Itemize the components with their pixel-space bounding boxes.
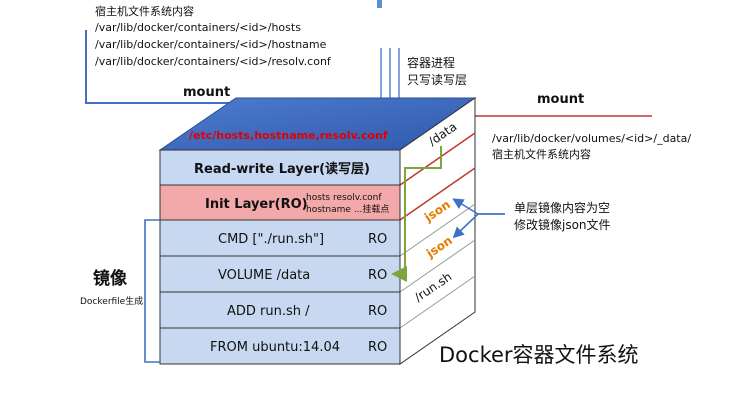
json-arrow-2: [452, 213, 505, 239]
mount-right-path: /var/lib/docker/volumes/<id>/_data/: [492, 132, 691, 145]
init-layer: [159, 184, 401, 221]
host-fs-path-resolv: /var/lib/docker/containers/<id>/resolv.c…: [95, 55, 332, 68]
image-label-main: 镜像: [93, 268, 128, 289]
diagram-title: Docker容器文件系统: [439, 343, 639, 367]
host-fs-path-hostname: /var/lib/docker/containers/<id>/hostname: [95, 38, 327, 51]
init-layer-label: Init Layer(RO): [205, 197, 308, 212]
image-bracket: [144, 219, 160, 363]
image-layer-from-mode: RO: [368, 340, 387, 355]
rw-layer: [159, 149, 401, 186]
host-fs-path-hosts: /var/lib/docker/containers/<id>/hosts: [95, 21, 301, 34]
image-layer-volume: [159, 255, 401, 293]
image-layer-from: [159, 327, 401, 365]
host-fs-note: 宿主机文件系统内容 /var/lib/docker/containers/<id…: [95, 4, 332, 68]
image-layer-volume-mode: RO: [368, 268, 387, 283]
image-layer-cmd-mode: RO: [368, 232, 387, 247]
mount-right-desc: 宿主机文件系统内容: [492, 147, 591, 161]
side-face-dividers: [399, 132, 476, 329]
image-layer-add-label: ADD run.sh /: [227, 304, 310, 319]
top-face-files: /etc/hosts,hostname,resolv.conf: [189, 129, 388, 142]
rw-layer-label: Read-write Layer(读写层): [194, 161, 370, 177]
mount-left-label: mount: [183, 85, 230, 100]
volume-mount-arrow: [391, 146, 442, 282]
image-layer-cmd-label: CMD ["./run.sh"]: [218, 232, 324, 247]
image-layer-add-mode: RO: [368, 304, 387, 319]
image-layer-from-label: FROM ubuntu:14.04: [210, 340, 340, 355]
container-process-label: 容器进程: [407, 55, 455, 70]
image-layer-cmd: [159, 219, 401, 257]
mount-right-label: mount: [537, 92, 584, 107]
image-layer-volume-label: VOLUME /data: [218, 268, 310, 283]
host-fs-title: 宿主机文件系统内容: [95, 4, 194, 18]
init-layer-files-1: hosts resolv.conf: [306, 193, 382, 203]
write-layer-only-label: 只写读写层: [407, 73, 467, 87]
init-layer-files-2: hostname ...挂载点: [306, 203, 389, 215]
right-note-line-2: 修改镜像json文件: [514, 217, 611, 232]
image-label-sub: Dockerfile生成: [80, 295, 143, 307]
top-edge-mark: [377, 0, 382, 8]
right-note-line-1: 单层镜像内容为空: [514, 200, 610, 215]
image-layer-add: [159, 291, 401, 329]
